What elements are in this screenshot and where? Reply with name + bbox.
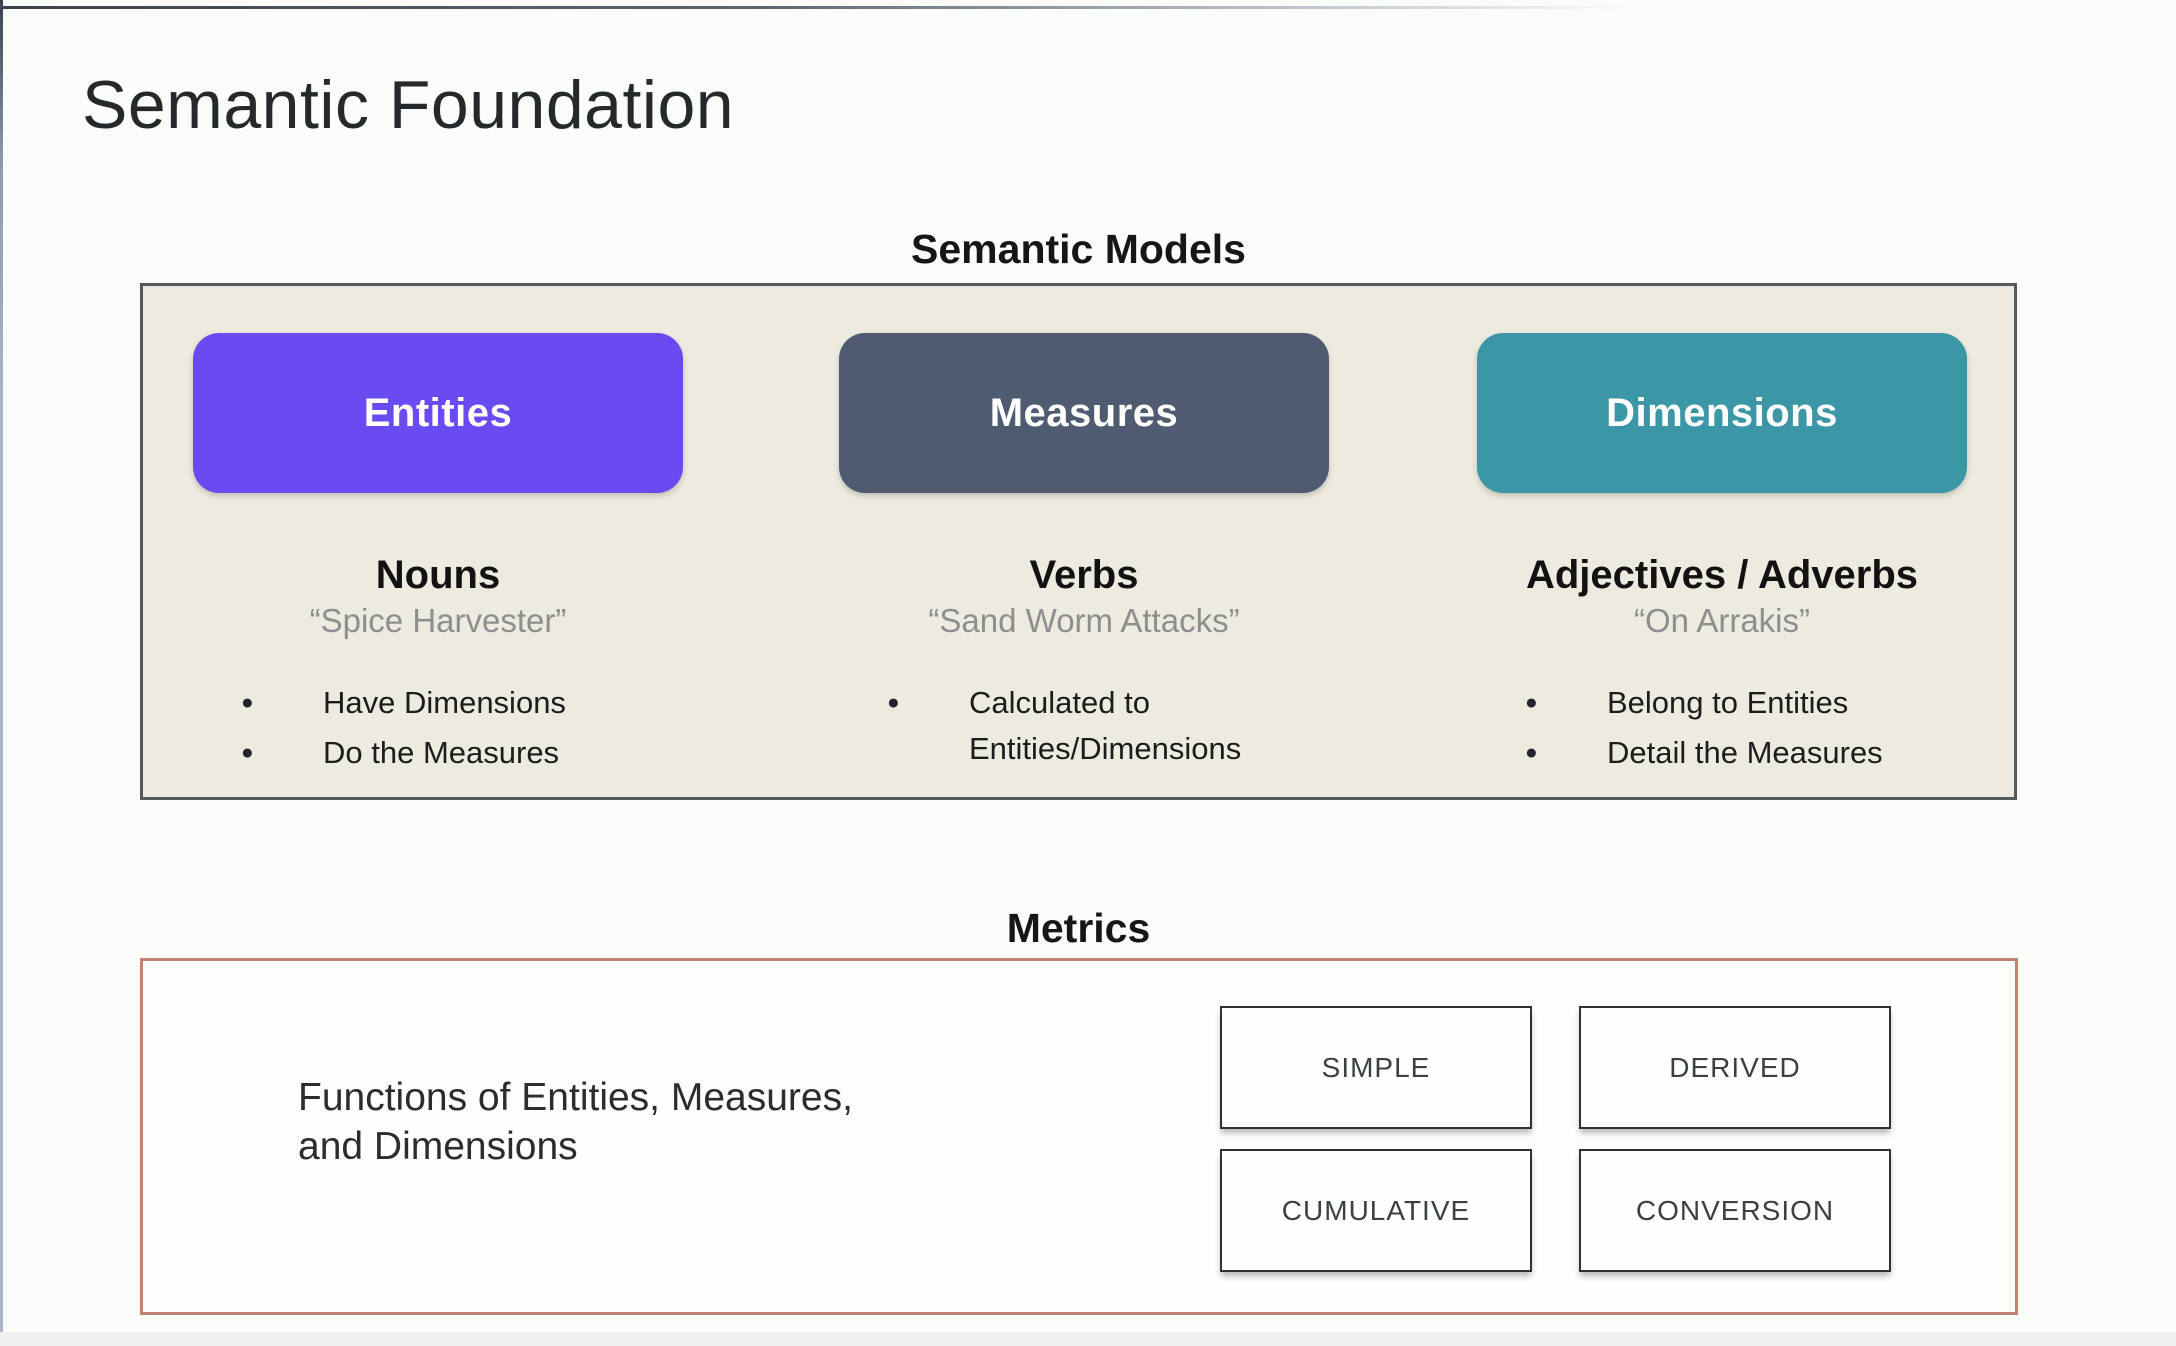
metric-type-conversion: CONVERSION: [1579, 1149, 1891, 1272]
measures-word-type: Verbs: [1029, 553, 1139, 597]
model-column-dimensions: Dimensions Adjectives / Adverbs “On Arra…: [1422, 283, 2022, 800]
measures-pill-label: Measures: [989, 390, 1179, 435]
metrics-box: Functions of Entities, Measures, and Dim…: [140, 958, 2018, 1315]
metrics-heading: Metrics: [1006, 905, 1151, 951]
dimensions-example-quote: “On Arrakis”: [1633, 602, 1811, 639]
dimensions-pill: Dimensions: [1477, 333, 1967, 493]
metric-type-derived: DERIVED: [1579, 1006, 1891, 1129]
window-edge-top: [0, 6, 2176, 9]
metrics-description-line: and Dimensions: [298, 1125, 578, 1168]
footer-strip: [0, 1332, 2176, 1346]
semantic-models-heading: Semantic Models: [911, 226, 1246, 272]
bullet-item: Detail the Measures: [1422, 730, 2022, 776]
metrics-description-line: Functions of Entities, Measures,: [298, 1076, 853, 1119]
window-edge-left: [0, 0, 3, 1346]
measures-bullet-list: Calculated to Entities/Dimensions: [784, 680, 1384, 772]
model-column-measures: Measures Verbs “Sand Worm Attacks” Calcu…: [784, 283, 1384, 800]
entities-word-type: Nouns: [375, 553, 501, 597]
measures-example-quote: “Sand Worm Attacks”: [928, 602, 1240, 639]
metric-type-cumulative: CUMULATIVE: [1220, 1149, 1532, 1272]
entities-bullet-list: Have Dimensions Do the Measures: [138, 680, 738, 776]
dimensions-word-type: Adjectives / Adverbs: [1525, 553, 1918, 597]
entities-pill: Entities: [193, 333, 683, 493]
metric-type-simple: SIMPLE: [1220, 1006, 1532, 1129]
metric-types-grid: SIMPLE DERIVED CUMULATIVE CONVERSION: [1220, 1006, 1891, 1272]
dimensions-pill-label: Dimensions: [1606, 390, 1838, 435]
bullet-item: Belong to Entities: [1422, 680, 2022, 726]
entities-pill-label: Entities: [363, 390, 513, 435]
bullet-item: Calculated to Entities/Dimensions: [784, 680, 1384, 772]
bullet-item: Do the Measures: [138, 730, 738, 776]
entities-example-quote: “Spice Harvester”: [309, 602, 567, 639]
dimensions-bullet-list: Belong to Entities Detail the Measures: [1422, 680, 2022, 776]
measures-pill: Measures: [839, 333, 1329, 493]
slide-title: Semantic Foundation: [82, 67, 735, 143]
bullet-item: Have Dimensions: [138, 680, 738, 726]
metrics-description: Functions of Entities, Measures, and Dim…: [298, 1073, 853, 1171]
model-column-entities: Entities Nouns “Spice Harvester” Have Di…: [138, 283, 738, 800]
